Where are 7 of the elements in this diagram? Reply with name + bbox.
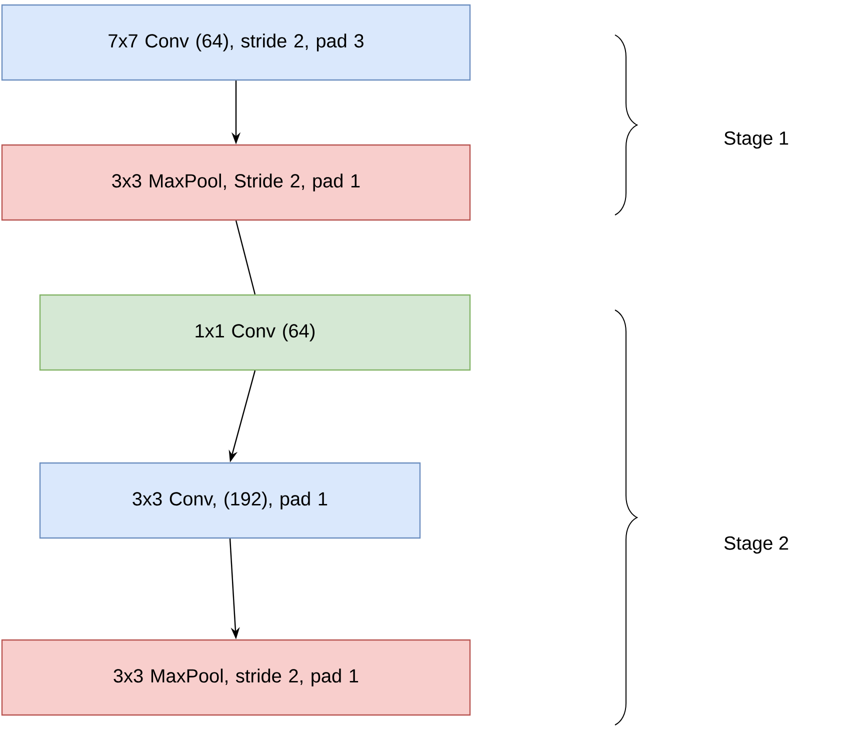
layer-box: 3x3 MaxPool, stride 2, pad 1 [1,639,471,716]
layer-box: 1x1 Conv (64) [39,294,471,371]
stage-label: Stage 2 [724,536,788,554]
layer-box: 7x7 Conv (64), stride 2, pad 3 [1,4,471,81]
layer-box: 3x3 MaxPool, Stride 2, pad 1 [1,144,471,221]
stage-label: Stage 1 [724,131,788,149]
layer-box: 3x3 Conv, (192), pad 1 [39,462,421,539]
